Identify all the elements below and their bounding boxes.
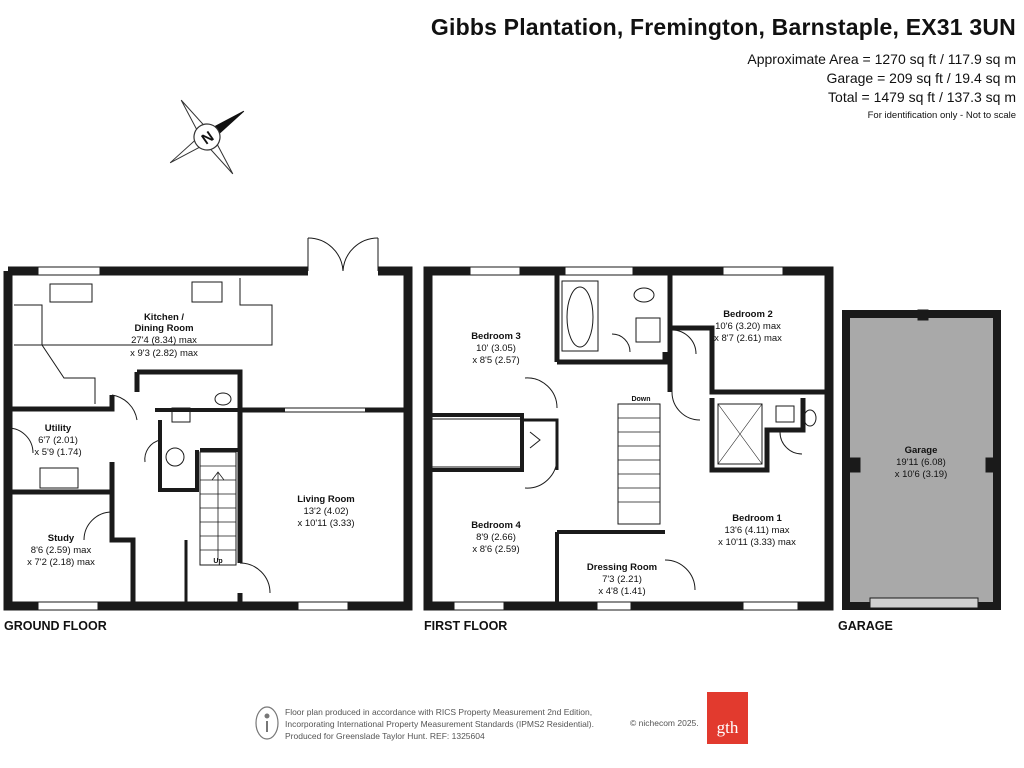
utility-label: Utility xyxy=(45,423,72,434)
bedroom3-label: Bedroom 3 xyxy=(471,331,521,342)
bedroom1-dim-1: 13'6 (4.11) max xyxy=(724,525,789,536)
bedroom4-dim-2: x 8'6 (2.59) xyxy=(472,544,519,555)
stairs-down-label: Down xyxy=(631,396,650,403)
bedroom2-dim-1: 10'6 (3.20) max xyxy=(715,321,781,332)
kitchen-dim-1: 27'4 (8.34) max xyxy=(131,335,197,346)
compass-icon xyxy=(169,99,245,175)
study-label: Study xyxy=(48,533,75,544)
utility-dim-1: 6'7 (2.01) xyxy=(38,435,78,446)
bedroom4-label: Bedroom 4 xyxy=(471,520,521,531)
garage-floor-label: GARAGE xyxy=(838,619,893,633)
ground-floor-label: GROUND FLOOR xyxy=(4,619,107,633)
garage-label: Garage xyxy=(905,445,938,456)
footer-line-2: Incorporating International Property Mea… xyxy=(285,719,594,729)
footer-copyright: © nichecom 2025. xyxy=(630,718,699,728)
bedroom3-dim-1: 10' (3.05) xyxy=(476,343,516,354)
bedroom2-label: Bedroom 2 xyxy=(723,309,773,320)
garage-dim-1: 19'11 (6.08) xyxy=(896,457,946,468)
property-address-title: Gibbs Plantation, Fremington, Barnstaple… xyxy=(430,14,1016,40)
approx-area-text: Approximate Area = 1270 sq ft / 117.9 sq… xyxy=(747,51,1016,67)
footer-line-1: Floor plan produced in accordance with R… xyxy=(285,707,593,717)
stairs-up-label: Up xyxy=(213,558,222,565)
living-room-dim-1: 13'2 (4.02) xyxy=(303,506,348,517)
dressing-room-label: Dressing Room xyxy=(587,562,657,573)
garage-area-text: Garage = 209 sq ft / 19.4 sq m xyxy=(826,70,1017,86)
footer-line-3: Produced for Greenslade Taylor Hunt. REF… xyxy=(285,731,485,741)
bedroom2-dim-2: x 8'7 (2.61) max xyxy=(714,333,782,344)
bedroom4-dim-1: 8'9 (2.66) xyxy=(476,532,516,543)
garage-plan xyxy=(842,309,1001,610)
living-room-label: Living Room xyxy=(297,494,355,505)
scale-disclaimer: For identification only - Not to scale xyxy=(867,110,1016,121)
dressing-room-dim-2: x 4'8 (1.41) xyxy=(598,586,645,597)
bedroom1-label: Bedroom 1 xyxy=(732,513,782,524)
kitchen-label-line1: Kitchen / xyxy=(144,312,184,323)
bedroom1-dim-2: x 10'11 (3.33) max xyxy=(718,537,796,548)
total-area-text: Total = 1479 sq ft / 137.3 sq m xyxy=(828,89,1016,105)
ground-floor-plan xyxy=(3,237,413,611)
study-dim-1: 8'6 (2.59) max xyxy=(31,545,92,556)
first-floor-label: FIRST FLOOR xyxy=(424,619,508,633)
garage-dim-2: x 10'6 (3.19) xyxy=(895,469,948,480)
bedroom3-dim-2: x 8'5 (2.57) xyxy=(472,355,519,366)
utility-dim-2: x 5'9 (1.74) xyxy=(34,447,81,458)
measurement-standard-icon xyxy=(255,706,279,740)
living-room-dim-2: x 10'11 (3.33) xyxy=(297,518,354,529)
kitchen-label-line2: Dining Room xyxy=(134,323,193,334)
gth-logo: gth xyxy=(707,692,748,744)
dressing-room-dim-1: 7'3 (2.21) xyxy=(602,574,642,585)
footer-text: Floor plan produced in accordance with R… xyxy=(285,706,594,742)
kitchen-dim-2: x 9'3 (2.82) max xyxy=(130,348,198,359)
first-floor-plan xyxy=(423,266,834,611)
study-dim-2: x 7'2 (2.18) max xyxy=(27,557,95,568)
